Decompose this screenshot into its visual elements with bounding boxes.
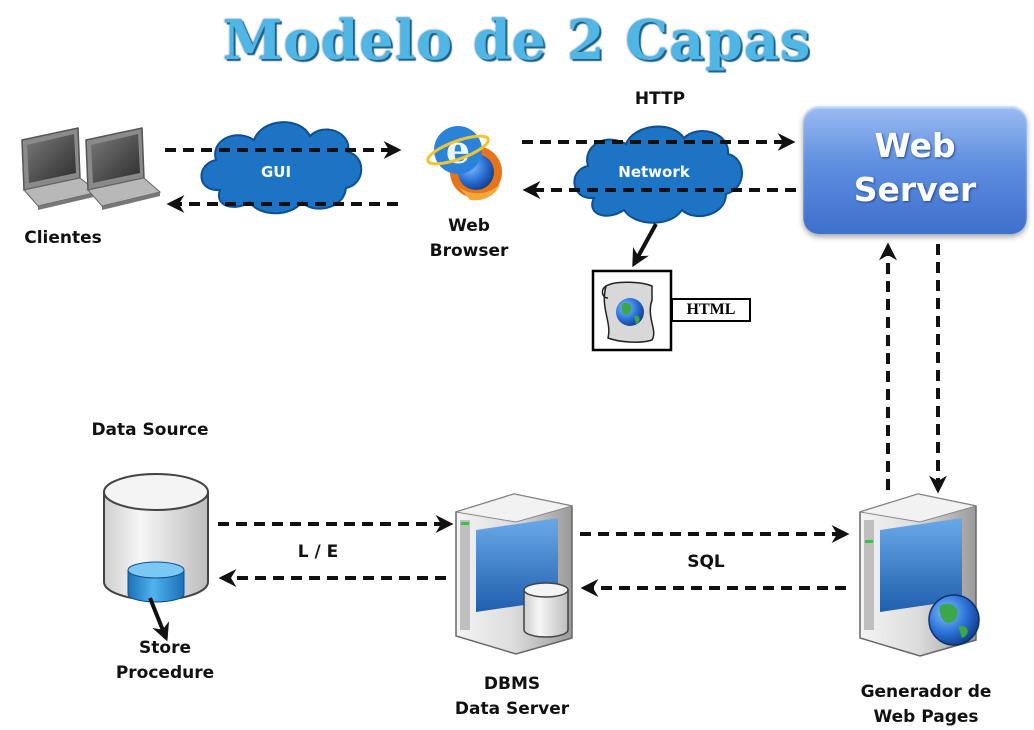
label-web-server-line1: Web	[874, 126, 956, 165]
label-gui: GUI	[260, 163, 292, 181]
label-dbms-line2: Data Server	[454, 699, 570, 719]
label-le: L / E	[297, 542, 339, 562]
label-http: HTTP	[634, 89, 686, 109]
label-clientes: Clientes	[24, 228, 102, 248]
arrow-cylinder-to-store-procedure	[148, 597, 170, 642]
label-web-browser: Web Browser	[410, 214, 528, 264]
label-html: HTML	[671, 298, 751, 322]
flow-arrows	[165, 133, 947, 597]
label-web-server: Web Server	[803, 124, 1027, 212]
label-store-procedure-line1: Store	[139, 638, 191, 658]
generador-server-icon	[859, 493, 980, 657]
solid-arrows	[148, 223, 658, 642]
label-store-procedure: Store Procedure	[100, 636, 230, 686]
label-generador: Generador de Web Pages	[836, 680, 1016, 730]
label-generador-line2: Web Pages	[873, 707, 979, 727]
network-cloud	[573, 125, 743, 224]
label-store-procedure-line2: Procedure	[115, 663, 215, 683]
label-web-browser-line2: Browser	[429, 241, 509, 261]
dbms-server-icon	[455, 493, 573, 655]
label-web-browser-line1: Web	[448, 216, 490, 236]
web-server-box	[803, 106, 1027, 234]
svg-text:e: e	[446, 127, 470, 172]
label-generador-line1: Generador de	[860, 682, 992, 702]
label-sql: SQL	[687, 552, 725, 572]
laptops-icon	[21, 127, 162, 210]
label-dbms: DBMS Data Server	[432, 672, 592, 722]
web-browser-icon: e	[426, 126, 502, 201]
arrow-network-to-html	[632, 223, 658, 268]
page-title: Modelo de 2 Capas	[222, 8, 812, 72]
label-data-source: Data Source	[91, 420, 209, 440]
html-document-icon	[591, 269, 673, 352]
label-web-server-line2: Server	[853, 170, 977, 209]
data-source-cylinder	[103, 473, 209, 603]
label-dbms-line1: DBMS	[483, 674, 541, 694]
label-network: Network	[618, 163, 690, 181]
